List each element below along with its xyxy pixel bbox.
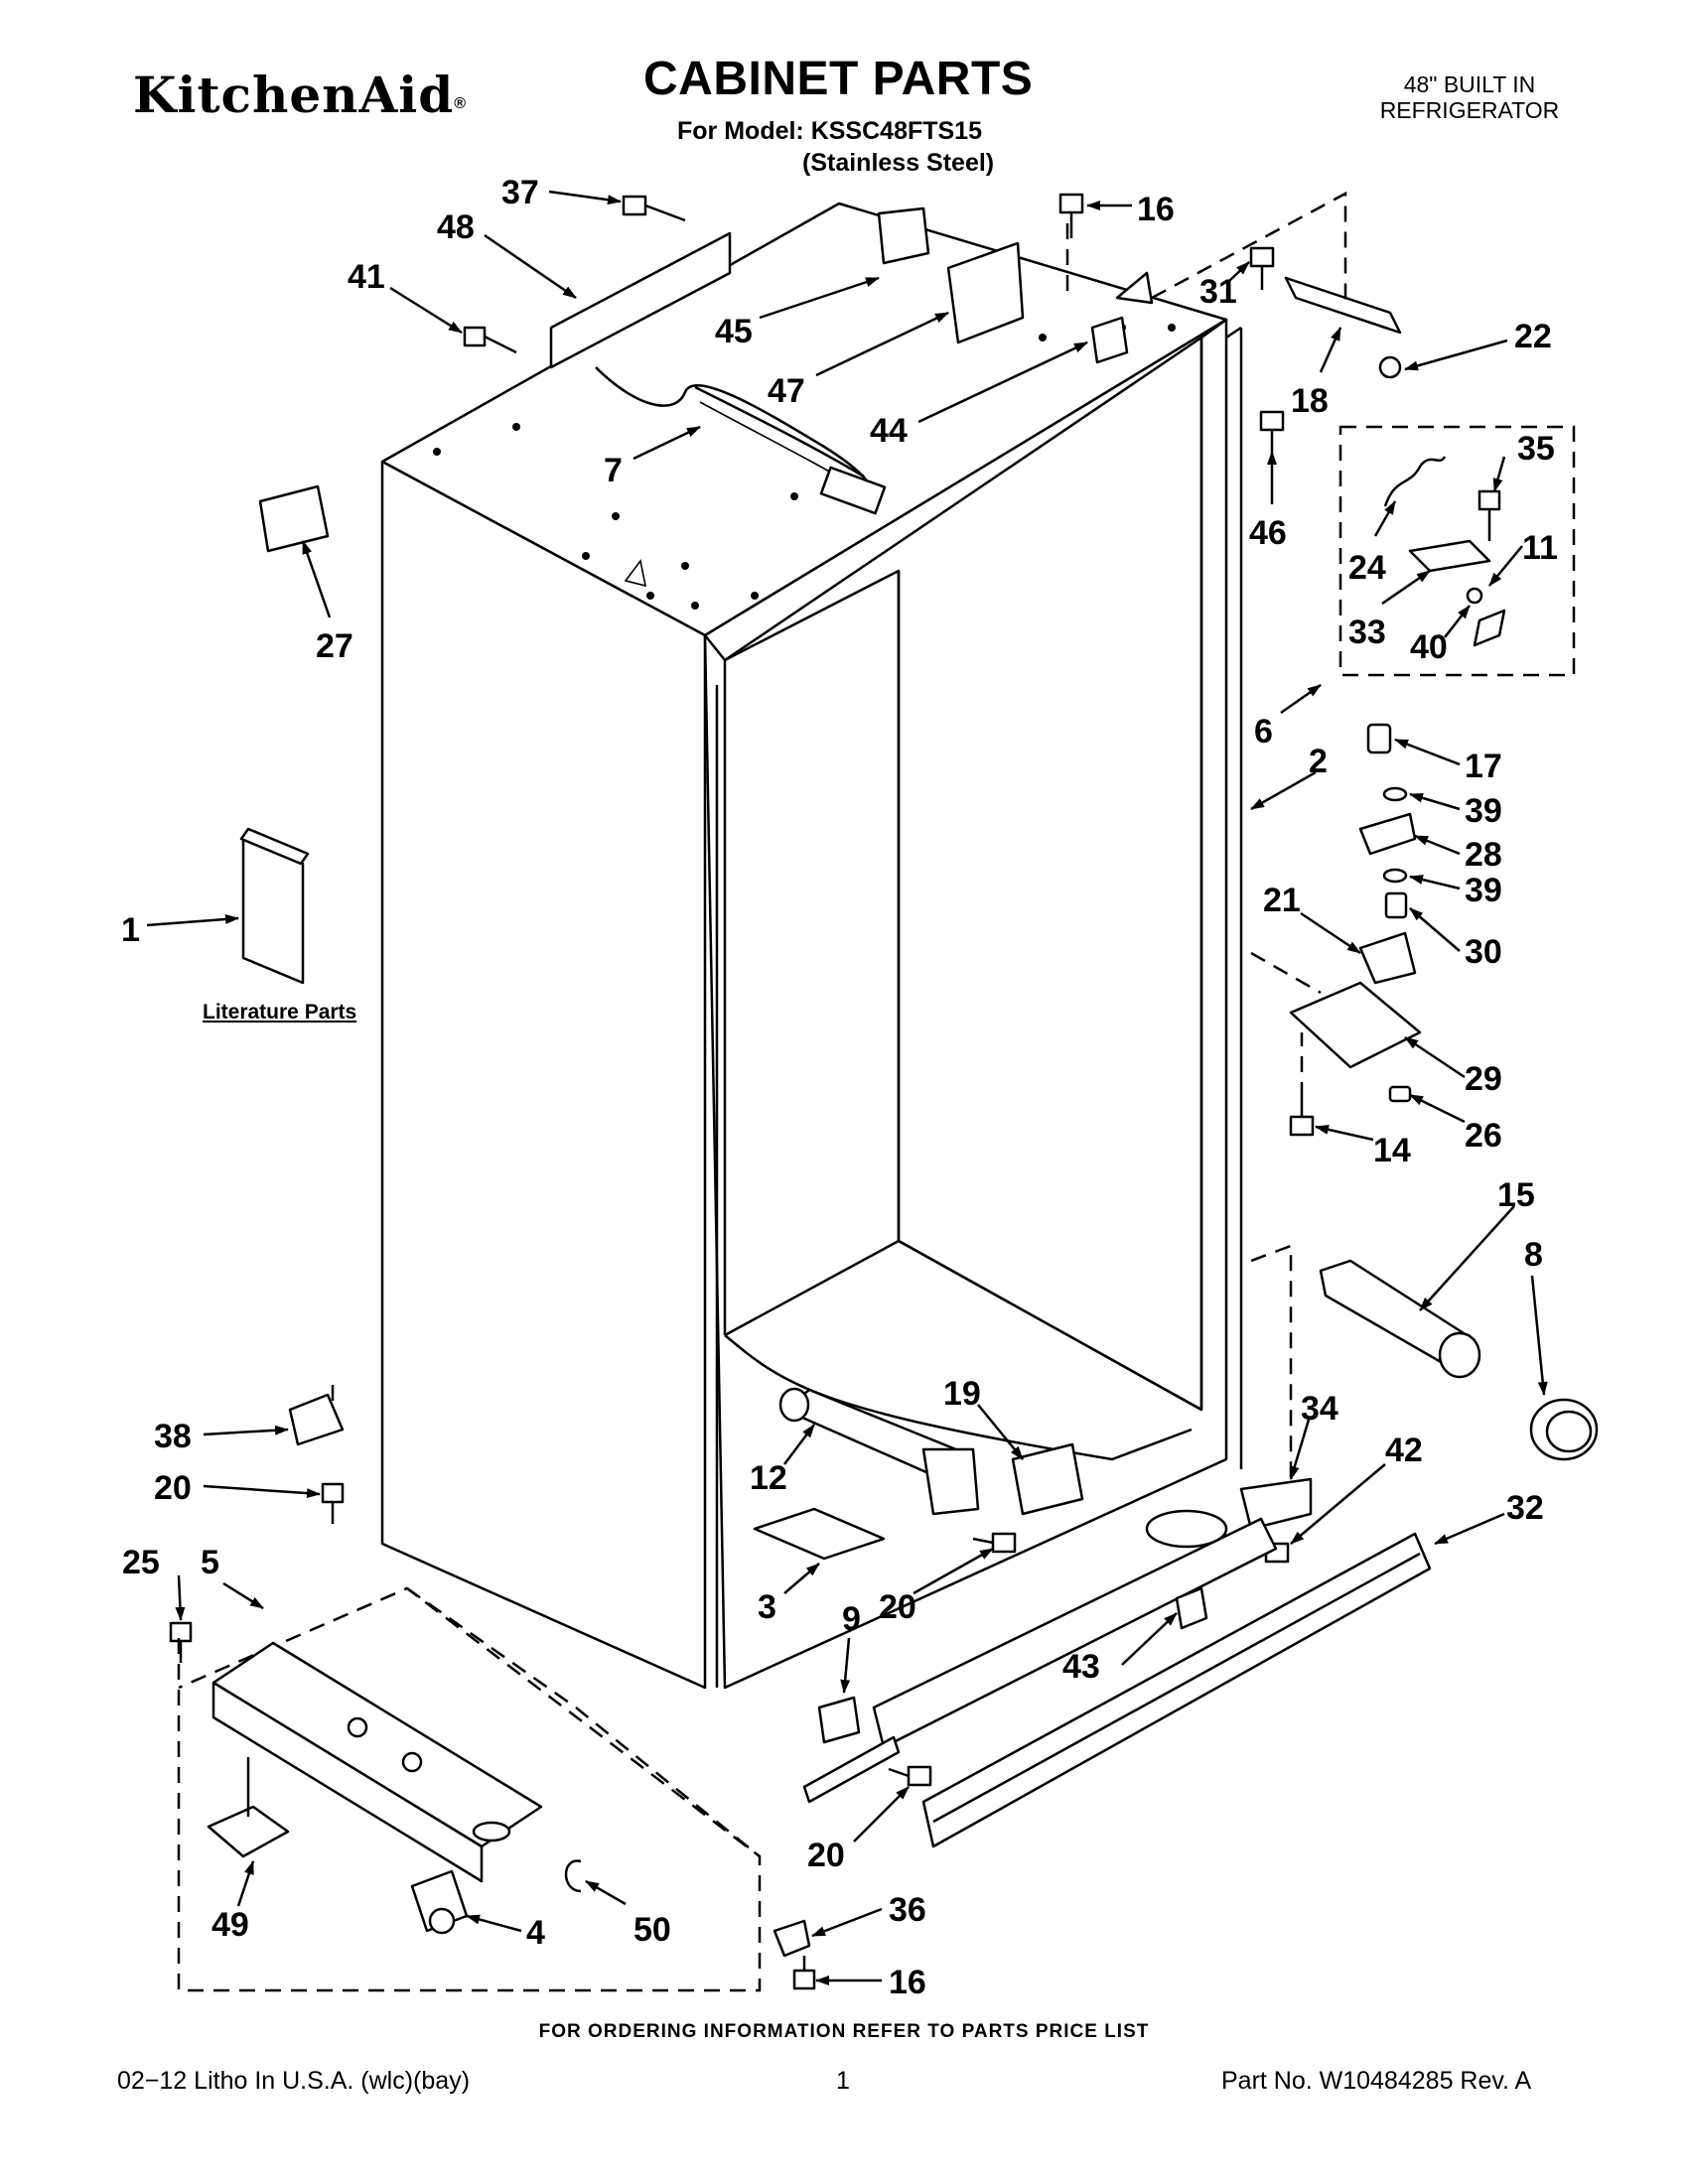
callout-41: 41 <box>348 258 385 296</box>
ordering-note: FOR ORDERING INFORMATION REFER TO PARTS … <box>538 2021 1150 2042</box>
callout-16-bottom: 16 <box>889 1964 926 2001</box>
callout-45: 45 <box>715 313 753 350</box>
lower-hinge-assembly <box>1250 723 1422 1137</box>
callout-16-top: 16 <box>1137 191 1175 228</box>
callout-30: 30 <box>1465 933 1502 971</box>
callout-24: 24 <box>1348 549 1386 587</box>
callout-2: 2 <box>1309 743 1328 780</box>
cabinet-body <box>380 202 1243 1690</box>
callout-17: 17 <box>1465 748 1502 785</box>
callout-14: 14 <box>1373 1132 1411 1169</box>
callout-44: 44 <box>870 412 908 450</box>
callout-49: 49 <box>211 1906 249 1944</box>
callout-5: 5 <box>201 1544 219 1581</box>
callout-20-low: 20 <box>807 1837 845 1874</box>
lower-interior-parts <box>753 1387 1432 1848</box>
callout-29: 29 <box>1465 1060 1502 1098</box>
brand-logo: KitchenAid® <box>133 66 468 124</box>
product-type: 48" BUILT IN REFRIGERATOR <box>1350 71 1589 123</box>
callout-36: 36 <box>889 1891 926 1929</box>
leader-arrows <box>146 190 1548 1985</box>
callout-1: 1 <box>121 911 140 949</box>
callout-4: 4 <box>526 1914 545 1952</box>
callout-labels: 37 48 41 45 47 44 7 16 31 22 18 46 35 24… <box>121 174 1558 2001</box>
callout-33: 33 <box>1348 614 1386 651</box>
callout-39-a: 39 <box>1465 792 1502 830</box>
callout-27: 27 <box>316 627 353 665</box>
callout-20-left: 20 <box>154 1469 192 1507</box>
product-line-1: 48" BUILT IN <box>1403 71 1536 97</box>
page-title: CABINET PARTS <box>643 53 1034 105</box>
callout-18: 18 <box>1291 382 1329 420</box>
page-number: 1 <box>836 2067 850 2095</box>
callout-38: 38 <box>154 1418 192 1455</box>
callout-40: 40 <box>1410 628 1448 666</box>
hinge-spring-kit-box <box>1338 425 1576 677</box>
base-assembly-box <box>177 1586 816 1992</box>
callout-20-mid: 20 <box>879 1588 916 1626</box>
callout-48: 48 <box>437 208 475 246</box>
callout-25: 25 <box>122 1544 160 1581</box>
left-side-parts <box>169 484 345 1663</box>
callout-11: 11 <box>1522 529 1558 567</box>
callout-28: 28 <box>1465 836 1502 874</box>
top-mounted-parts <box>463 191 1402 515</box>
water-filter-parts <box>1250 1244 1599 1489</box>
callout-47: 47 <box>768 372 805 410</box>
callout-32: 32 <box>1506 1489 1544 1527</box>
callout-21: 21 <box>1263 882 1301 919</box>
callout-19: 19 <box>943 1375 981 1413</box>
callout-6: 6 <box>1254 713 1273 751</box>
callout-8: 8 <box>1524 1236 1543 1274</box>
callout-42: 42 <box>1385 1432 1423 1469</box>
callout-50: 50 <box>633 1911 671 1949</box>
callout-35: 35 <box>1517 430 1555 468</box>
callout-46: 46 <box>1249 514 1287 552</box>
callout-39-b: 39 <box>1465 872 1502 909</box>
callout-7: 7 <box>604 452 623 489</box>
callout-9: 9 <box>842 1600 861 1638</box>
callout-31: 31 <box>1199 273 1237 311</box>
callout-12: 12 <box>750 1459 787 1497</box>
callout-37: 37 <box>501 174 539 211</box>
callout-15: 15 <box>1497 1176 1535 1214</box>
model-line: For Model: KSSC48FTS15 <box>677 117 982 145</box>
callout-26: 26 <box>1465 1117 1502 1155</box>
callout-34: 34 <box>1301 1390 1338 1428</box>
literature-parts-label: Literature Parts <box>203 1001 357 1024</box>
callout-22: 22 <box>1514 318 1552 355</box>
part-number: Part No. W10484285 Rev. A <box>1221 2067 1532 2095</box>
product-line-2: REFRIGERATOR <box>1379 97 1560 123</box>
callout-43: 43 <box>1062 1648 1100 1686</box>
callout-3: 3 <box>758 1588 776 1626</box>
print-info: 02−12 Litho In U.S.A. (wlc)(bay) <box>117 2067 471 2095</box>
finish-line: (Stainless Steel) <box>802 149 995 177</box>
